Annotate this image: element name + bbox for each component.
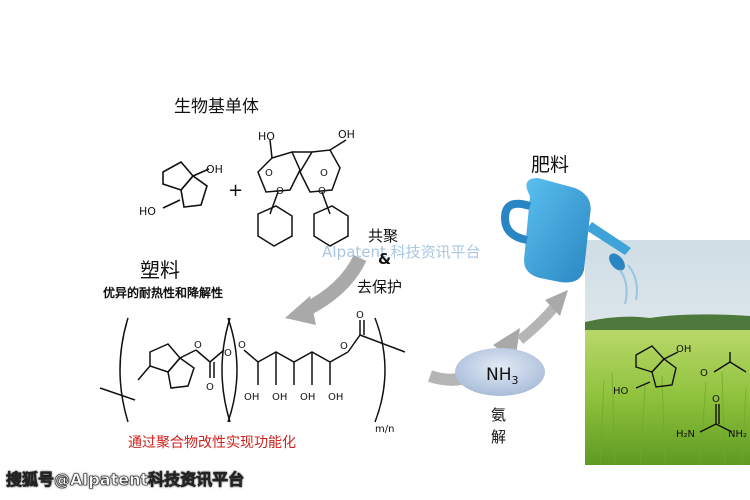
atom-label: O xyxy=(712,394,720,405)
field-molecules xyxy=(635,345,747,433)
atom-label: OH xyxy=(676,344,691,355)
atom-label: OH xyxy=(338,128,355,141)
nh3-bubble xyxy=(455,348,545,396)
modification-caption: 通过聚合物改性实现功能化 xyxy=(128,435,296,451)
atom-label: O xyxy=(238,340,246,351)
atom-label: OH xyxy=(300,392,315,403)
isosorbide-structure xyxy=(162,160,210,209)
atom-label: O xyxy=(265,168,273,179)
repeat-unit-subscript: m/n xyxy=(375,424,394,435)
watermark-bottom: 搜狐号@AIpatent科技资讯平台 xyxy=(6,470,245,490)
ammonolysis-label-1: 氨 xyxy=(491,406,507,424)
atom-label: OH xyxy=(244,392,259,403)
plus-sign: + xyxy=(228,180,243,201)
biomonomer-label: 生物基单体 xyxy=(174,97,259,117)
plastic-subtitle: 优异的耐热性和降解性 xyxy=(103,286,224,300)
atom-label: O xyxy=(224,348,232,359)
atom-label: O xyxy=(320,168,328,179)
ampersand-label: & xyxy=(378,250,392,268)
atom-label: O xyxy=(340,341,348,352)
atom-label: O xyxy=(194,340,202,351)
atom-label: OH xyxy=(272,392,287,403)
atom-label: O xyxy=(700,368,708,379)
atom-label: OH xyxy=(206,163,223,176)
rice-field-photo xyxy=(585,240,750,466)
watering-can-icon xyxy=(500,178,638,305)
deprotect-label: 去保护 xyxy=(357,278,403,296)
atom-label: O xyxy=(276,186,284,197)
atom-label: O xyxy=(318,186,326,197)
atom-label: OH xyxy=(328,392,343,403)
atom-label: HO xyxy=(613,386,629,397)
ammonolysis-label-2: 解 xyxy=(491,428,507,446)
atom-label: O xyxy=(356,310,364,321)
plastic-label: 塑料 xyxy=(140,258,180,282)
atom-label: NH₂ xyxy=(728,429,747,440)
nh3-label: NH3 xyxy=(486,365,519,387)
reaction-arrow-to-field xyxy=(516,290,568,344)
atom-label: O xyxy=(206,382,214,393)
copolymer-label: 共聚 xyxy=(368,227,399,245)
polymer-structure xyxy=(99,317,406,423)
fertilizer-label: 肥料 xyxy=(531,154,570,176)
diacetal-sugar-structure xyxy=(257,139,349,247)
atom-label: HO xyxy=(258,130,275,143)
atom-label: H₂N xyxy=(676,429,695,440)
reaction-arrow-copolymerize xyxy=(285,254,367,325)
atom-label: HO xyxy=(139,205,156,218)
watermark-center: AIpatent 科技资讯平台 xyxy=(322,243,481,261)
